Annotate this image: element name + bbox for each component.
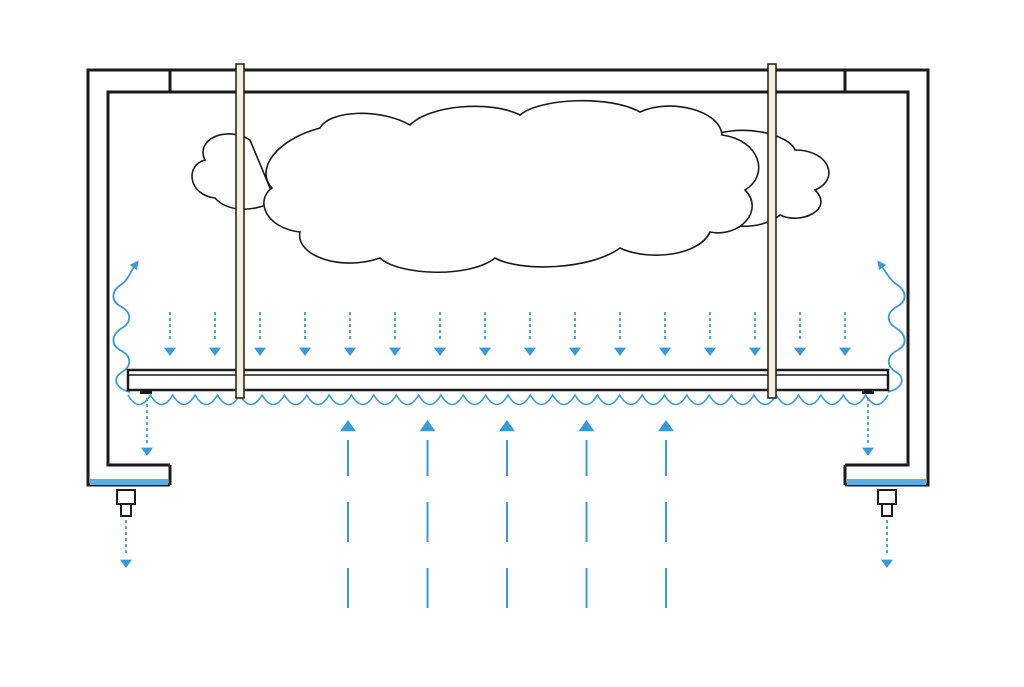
steam-cloud — [191, 99, 830, 274]
support-rods — [235, 63, 777, 399]
right-support-rod — [767, 63, 777, 399]
updraft-arrow — [499, 420, 515, 608]
drip-arrow — [164, 312, 176, 356]
water-film-wave — [127, 393, 889, 406]
updraft-arrow — [578, 420, 595, 608]
drip-arrow — [344, 312, 356, 356]
right-drain-fitting — [877, 489, 897, 517]
left-water-trough — [90, 479, 168, 485]
left-drain-outflow-arrow — [120, 520, 132, 568]
drip-arrow — [209, 312, 221, 356]
drip-arrow — [839, 312, 851, 356]
left-support-rod — [235, 63, 245, 399]
drip-arrow — [614, 312, 626, 356]
drip-arrow — [794, 312, 806, 356]
drip-arrow — [569, 312, 581, 356]
left-inner-drip-arrow — [141, 398, 153, 456]
drip-arrow — [749, 312, 761, 356]
cloud-back-left — [191, 133, 276, 210]
updraft-arrow — [340, 420, 356, 608]
drain-arrows — [120, 398, 893, 568]
plate-right-mount — [862, 390, 874, 394]
updraft-arrow — [658, 420, 674, 608]
left-side-loop-flow — [112, 260, 139, 393]
drip-arrow — [254, 312, 266, 356]
drip-arrow — [434, 312, 446, 356]
plate-left-mount — [140, 390, 152, 394]
right-drain-outflow-arrow — [881, 520, 893, 568]
drip-arrow — [524, 312, 536, 356]
right-side-loop-flow — [877, 260, 906, 393]
cloud-main — [263, 99, 760, 274]
drip-arrows — [164, 312, 851, 356]
left-drain-fitting — [116, 489, 136, 517]
updraft-arrows — [340, 420, 674, 608]
drip-arrow — [299, 312, 311, 356]
drip-arrow — [389, 312, 401, 356]
housing-inner-wall — [106, 90, 910, 467]
updraft-arrow — [419, 420, 436, 608]
right-water-trough — [847, 479, 926, 485]
right-inner-drip-arrow — [862, 398, 874, 456]
drip-arrow — [704, 312, 716, 356]
drip-arrow — [659, 312, 671, 356]
drip-arrow — [479, 312, 491, 356]
